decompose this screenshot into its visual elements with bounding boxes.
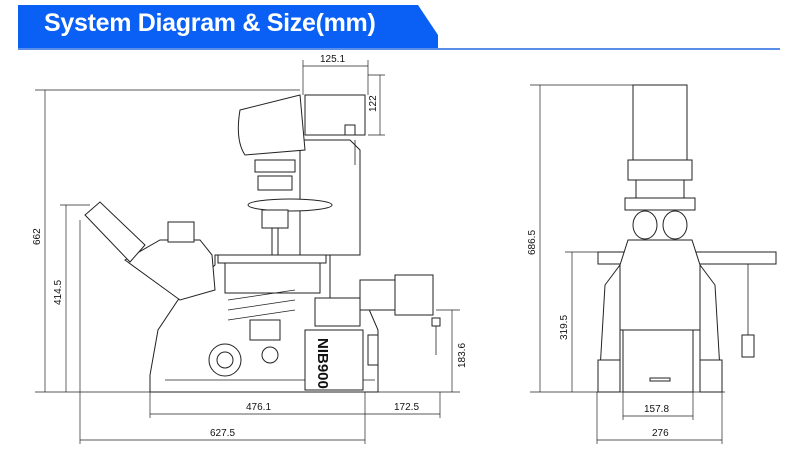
dim-total-depth: 627.5	[210, 428, 235, 439]
dim-top-height: 122	[368, 95, 379, 112]
dim-front-total-height: 686.5	[527, 230, 538, 255]
dim-eyepiece-height: 414.5	[53, 280, 64, 305]
brand-label: NIB900	[314, 338, 331, 389]
side-view-dimensions: 125.1 122 662 414.5 183.6 476.1 172.5 62…	[32, 54, 468, 444]
dim-rear-extension: 172.5	[394, 402, 419, 413]
header-divider	[18, 48, 780, 50]
dim-base-depth: 476.1	[246, 402, 271, 413]
dim-front-total-width: 276	[652, 428, 669, 439]
side-view-microscope: NIB900	[84, 94, 441, 393]
front-view-dimensions: 686.5 319.5 157.8 276	[527, 84, 725, 444]
page-title: System Diagram & Size(mm)	[44, 9, 376, 37]
dim-lamp-height: 183.6	[457, 343, 468, 368]
dim-total-height: 662	[32, 228, 43, 245]
front-view-microscope	[597, 84, 777, 393]
dim-top-width: 125.1	[320, 54, 345, 65]
dim-base-width: 157.8	[644, 404, 669, 415]
header-banner	[18, 5, 438, 49]
dim-stage-height: 319.5	[559, 315, 570, 340]
